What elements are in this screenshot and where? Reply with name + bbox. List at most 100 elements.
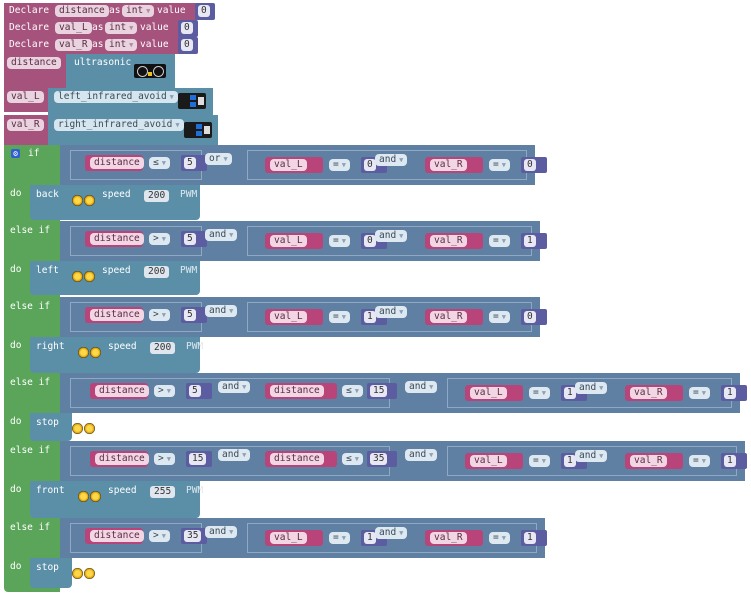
- assign-block-distance[interactable]: distance: [4, 54, 68, 88]
- left-infrared-dropdown[interactable]: left_infrared_avoid▼: [54, 91, 178, 103]
- variable-get-block[interactable]: distance: [85, 155, 144, 171]
- number-value[interactable]: 0: [181, 39, 193, 51]
- motor-action-block[interactable]: [30, 185, 200, 220]
- logic-join-dropdown[interactable]: and▼: [205, 526, 238, 538]
- variable-get-block[interactable]: val_R: [625, 453, 683, 469]
- number-block[interactable]: 35: [181, 528, 207, 544]
- comparison-operator-dropdown[interactable]: >▼: [149, 530, 170, 542]
- right-infrared-dropdown[interactable]: right_infrared_avoid▼: [54, 119, 184, 131]
- number-value[interactable]: 15: [370, 385, 388, 397]
- variable-name-field[interactable]: val_R: [55, 39, 92, 51]
- number-value[interactable]: 1: [364, 311, 376, 323]
- logic-join-dropdown[interactable]: and▼: [575, 382, 608, 394]
- variable-get-block[interactable]: val_R: [425, 530, 483, 546]
- declare-block-val-l[interactable]: Declare val_L as int▼ value: [4, 20, 180, 37]
- variable-get-block[interactable]: val_L: [265, 309, 323, 325]
- variable-get-block[interactable]: distance: [85, 231, 144, 247]
- right-infrared-sensor-block[interactable]: right_infrared_avoid▼: [48, 115, 218, 145]
- comparison-operator-dropdown[interactable]: =▼: [489, 235, 510, 247]
- type-dropdown[interactable]: int▼: [122, 5, 155, 17]
- variable-get-block[interactable]: distance: [85, 307, 144, 323]
- declare-block-distance[interactable]: Declare distance as int▼ value: [4, 3, 197, 20]
- variable-get-block[interactable]: val_R: [425, 233, 483, 249]
- number-block[interactable]: 15: [186, 451, 212, 467]
- number-block[interactable]: 0: [521, 309, 547, 325]
- gear-icon[interactable]: ⚙: [11, 149, 20, 158]
- number-block[interactable]: 1: [721, 385, 747, 401]
- number-value[interactable]: 0: [524, 159, 536, 171]
- comparison-operator-dropdown[interactable]: =▼: [329, 235, 350, 247]
- number-block[interactable]: 5: [186, 383, 212, 399]
- comparison-operator-dropdown[interactable]: =▼: [529, 387, 550, 399]
- logic-join-dropdown[interactable]: and▼: [405, 449, 438, 461]
- variable-field[interactable]: val_R: [7, 119, 44, 131]
- comparison-operator-dropdown[interactable]: =▼: [529, 455, 550, 467]
- number-value[interactable]: 35: [370, 453, 388, 465]
- logic-join-dropdown[interactable]: and▼: [375, 230, 408, 242]
- number-value[interactable]: 1: [724, 455, 736, 467]
- variable-get-block[interactable]: distance: [265, 451, 337, 467]
- variable-get-block[interactable]: distance: [265, 383, 337, 399]
- comparison-operator-dropdown[interactable]: ≤▼: [342, 385, 363, 397]
- speed-value[interactable]: 200: [144, 190, 170, 202]
- left-infrared-sensor-block[interactable]: left_infrared_avoid▼: [48, 88, 213, 115]
- logic-join-dropdown[interactable]: and▼: [205, 229, 238, 241]
- variable-name-field[interactable]: distance: [55, 5, 109, 17]
- value-number-block[interactable]: 0: [178, 20, 198, 37]
- variable-get-block[interactable]: val_R: [425, 157, 483, 173]
- logic-join-dropdown[interactable]: or▼: [205, 153, 232, 165]
- number-value[interactable]: 0: [364, 235, 376, 247]
- number-value[interactable]: 5: [184, 233, 196, 245]
- number-block[interactable]: 0: [521, 157, 547, 173]
- number-value[interactable]: 0: [198, 5, 210, 17]
- logic-join-dropdown[interactable]: and▼: [218, 449, 251, 461]
- motor-action-block[interactable]: [30, 413, 72, 441]
- comparison-operator-dropdown[interactable]: =▼: [329, 159, 350, 171]
- variable-field[interactable]: val_L: [7, 91, 44, 103]
- logic-join-dropdown[interactable]: and▼: [575, 450, 608, 462]
- speed-value[interactable]: 255: [150, 486, 176, 498]
- number-value[interactable]: 35: [184, 530, 202, 542]
- number-value[interactable]: 1: [364, 532, 376, 544]
- number-value[interactable]: 0: [364, 159, 376, 171]
- variable-name-field[interactable]: val_L: [55, 22, 92, 34]
- number-block[interactable]: 5: [181, 231, 207, 247]
- value-number-block[interactable]: 0: [195, 3, 215, 20]
- comparison-operator-dropdown[interactable]: =▼: [329, 532, 350, 544]
- logic-join-dropdown[interactable]: and▼: [405, 381, 438, 393]
- variable-get-block[interactable]: distance: [90, 451, 149, 467]
- logic-join-dropdown[interactable]: and▼: [375, 527, 408, 539]
- number-value[interactable]: 1: [564, 387, 576, 399]
- number-value[interactable]: 5: [189, 385, 201, 397]
- comparison-operator-dropdown[interactable]: =▼: [689, 455, 710, 467]
- number-value[interactable]: 15: [189, 453, 207, 465]
- variable-get-block[interactable]: distance: [85, 528, 144, 544]
- comparison-operator-dropdown[interactable]: >▼: [154, 385, 175, 397]
- comparison-operator-dropdown[interactable]: =▼: [329, 311, 350, 323]
- comparison-operator-dropdown[interactable]: =▼: [489, 532, 510, 544]
- comparison-operator-dropdown[interactable]: ≤▼: [149, 157, 170, 169]
- number-value[interactable]: 0: [181, 22, 193, 34]
- assign-block-val-l[interactable]: val_L: [4, 88, 54, 112]
- comparison-operator-dropdown[interactable]: >▼: [149, 233, 170, 245]
- logic-join-dropdown[interactable]: and▼: [205, 305, 238, 317]
- motor-action-block[interactable]: [30, 261, 200, 295]
- variable-get-block[interactable]: val_L: [465, 385, 523, 401]
- ultrasonic-sensor-block[interactable]: ultrasonic: [66, 54, 175, 88]
- number-value[interactable]: 0: [524, 311, 536, 323]
- variable-get-block[interactable]: val_R: [625, 385, 683, 401]
- logic-join-dropdown[interactable]: and▼: [375, 306, 408, 318]
- number-block[interactable]: 5: [181, 307, 207, 323]
- number-block[interactable]: 1: [521, 530, 547, 546]
- comparison-operator-dropdown[interactable]: =▼: [689, 387, 710, 399]
- comparison-operator-dropdown[interactable]: >▼: [154, 453, 175, 465]
- number-value[interactable]: 1: [524, 532, 536, 544]
- type-dropdown[interactable]: int▼: [105, 22, 138, 34]
- speed-value[interactable]: 200: [150, 342, 176, 354]
- variable-get-block[interactable]: val_L: [265, 157, 323, 173]
- number-block[interactable]: 35: [367, 451, 397, 467]
- comparison-operator-dropdown[interactable]: ≤▼: [342, 453, 363, 465]
- variable-get-block[interactable]: val_L: [265, 233, 323, 249]
- type-dropdown[interactable]: int▼: [105, 39, 138, 51]
- number-value[interactable]: 5: [184, 157, 196, 169]
